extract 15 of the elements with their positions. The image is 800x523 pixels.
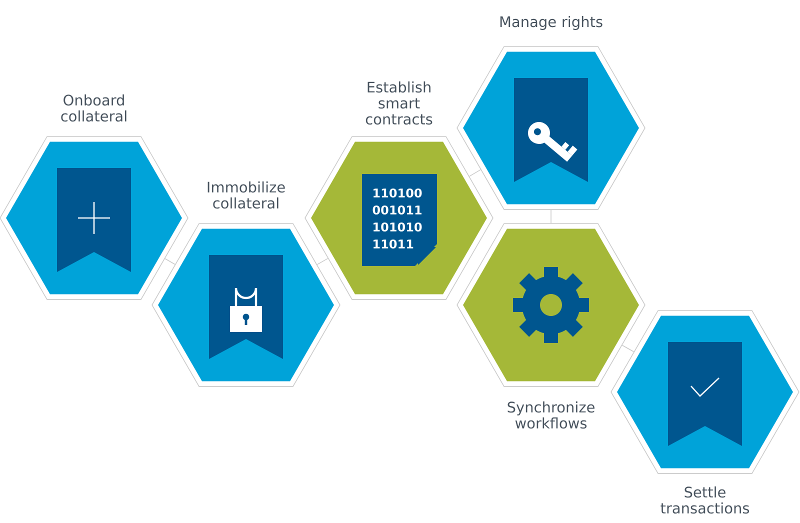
step-label: Establish smart contracts xyxy=(366,81,432,125)
step-label: Settle transactions xyxy=(660,486,750,514)
step-label: Onboard collateral xyxy=(61,94,126,122)
connector-line xyxy=(164,258,176,265)
connector-line xyxy=(622,344,634,352)
step-label: Immobilize collateral xyxy=(208,181,285,209)
connector-line xyxy=(469,169,481,177)
step-label: Synchronize workflows xyxy=(508,401,594,429)
connector-line xyxy=(550,209,552,224)
binary-text: 11011 xyxy=(374,239,414,249)
step-label: Manage rights xyxy=(500,16,602,30)
binary-text: 001011 xyxy=(372,205,422,215)
binary-text: 101010 xyxy=(374,222,422,232)
connector-line xyxy=(316,258,328,265)
binary-text: 110100 xyxy=(374,188,422,198)
